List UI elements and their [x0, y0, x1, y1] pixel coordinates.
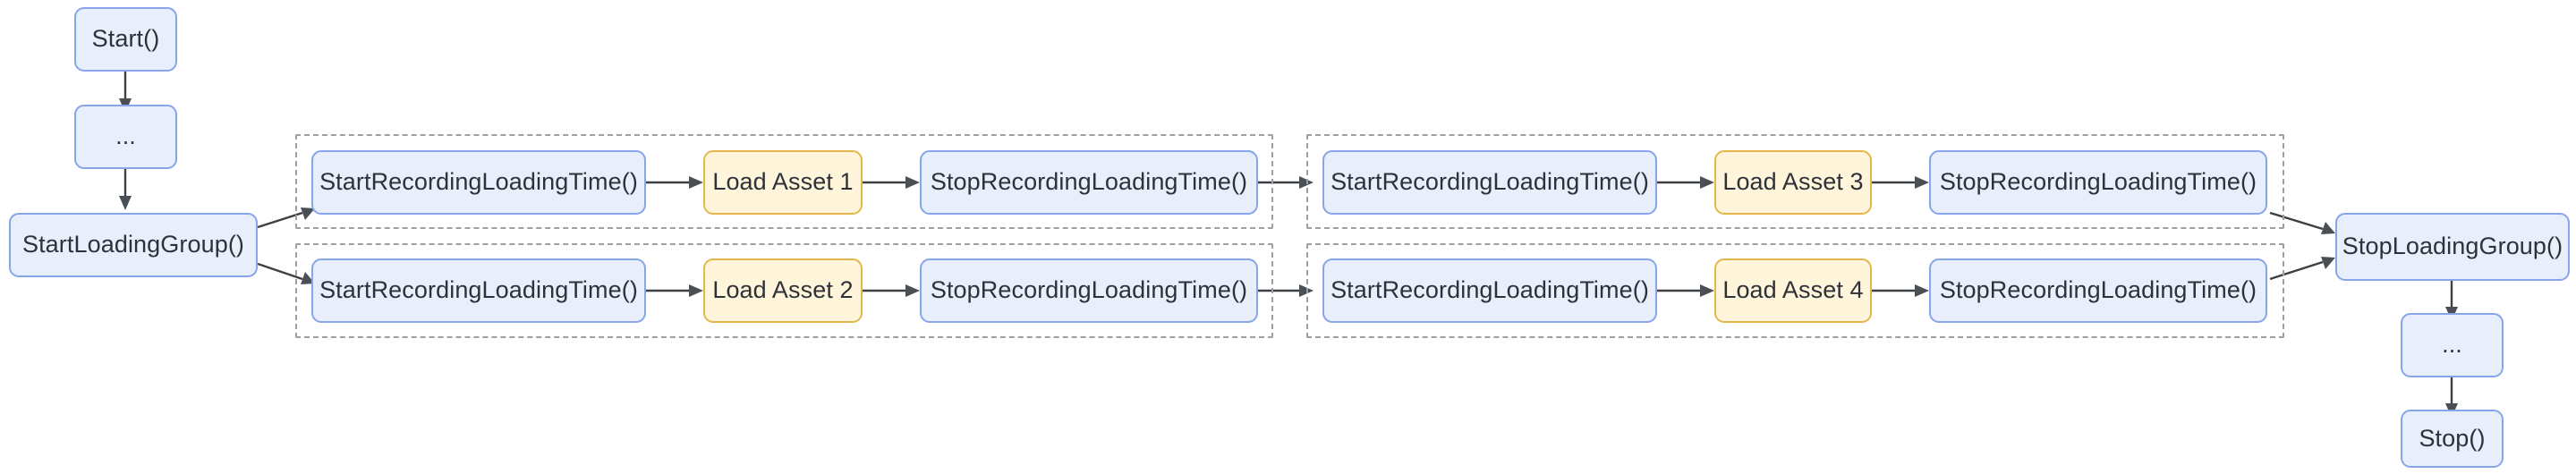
node-g2r2-stop-recording[interactable]: StopRecordingLoadingTime() [1929, 258, 2267, 323]
node-g2r2-load-asset[interactable]: Load Asset 4 [1714, 258, 1872, 323]
node-start-loading-group[interactable]: StartLoadingGroup() [9, 213, 258, 277]
node-g1r2-stop-recording[interactable]: StopRecordingLoadingTime() [920, 258, 1258, 323]
node-g2r1-stop-recording[interactable]: StopRecordingLoadingTime() [1929, 150, 2267, 215]
cluster-group2-row1 [1306, 134, 2284, 229]
node-g1r2-load-asset[interactable]: Load Asset 2 [703, 258, 863, 323]
node-g1r2-start-recording[interactable]: StartRecordingLoadingTime() [311, 258, 646, 323]
node-g1r1-start-recording[interactable]: StartRecordingLoadingTime() [311, 150, 646, 215]
node-g2r1-load-asset[interactable]: Load Asset 3 [1714, 150, 1872, 215]
cluster-group1-row2 [295, 243, 1273, 338]
node-g1r1-stop-recording[interactable]: StopRecordingLoadingTime() [920, 150, 1258, 215]
node-stop[interactable]: Stop() [2401, 410, 2504, 468]
node-g2r1-start-recording[interactable]: StartRecordingLoadingTime() [1322, 150, 1657, 215]
node-exit-ellipsis[interactable]: ... [2401, 313, 2504, 377]
node-entry-ellipsis[interactable]: ... [74, 105, 177, 169]
cluster-group2-row2 [1306, 243, 2284, 338]
arrowhead-g2r1-to-stoploadinggroup [2321, 222, 2335, 234]
arrowhead-ellipsis-to-startloadinggroup [119, 196, 132, 210]
node-start[interactable]: Start() [74, 7, 177, 72]
node-g1r1-load-asset[interactable]: Load Asset 1 [703, 150, 863, 215]
node-g2r2-start-recording[interactable]: StartRecordingLoadingTime() [1322, 258, 1657, 323]
node-stop-loading-group[interactable]: StopLoadingGroup() [2335, 213, 2570, 281]
arrowhead-g2r2-to-stoploadinggroup [2321, 257, 2335, 269]
cluster-group1-row1 [295, 134, 1273, 229]
